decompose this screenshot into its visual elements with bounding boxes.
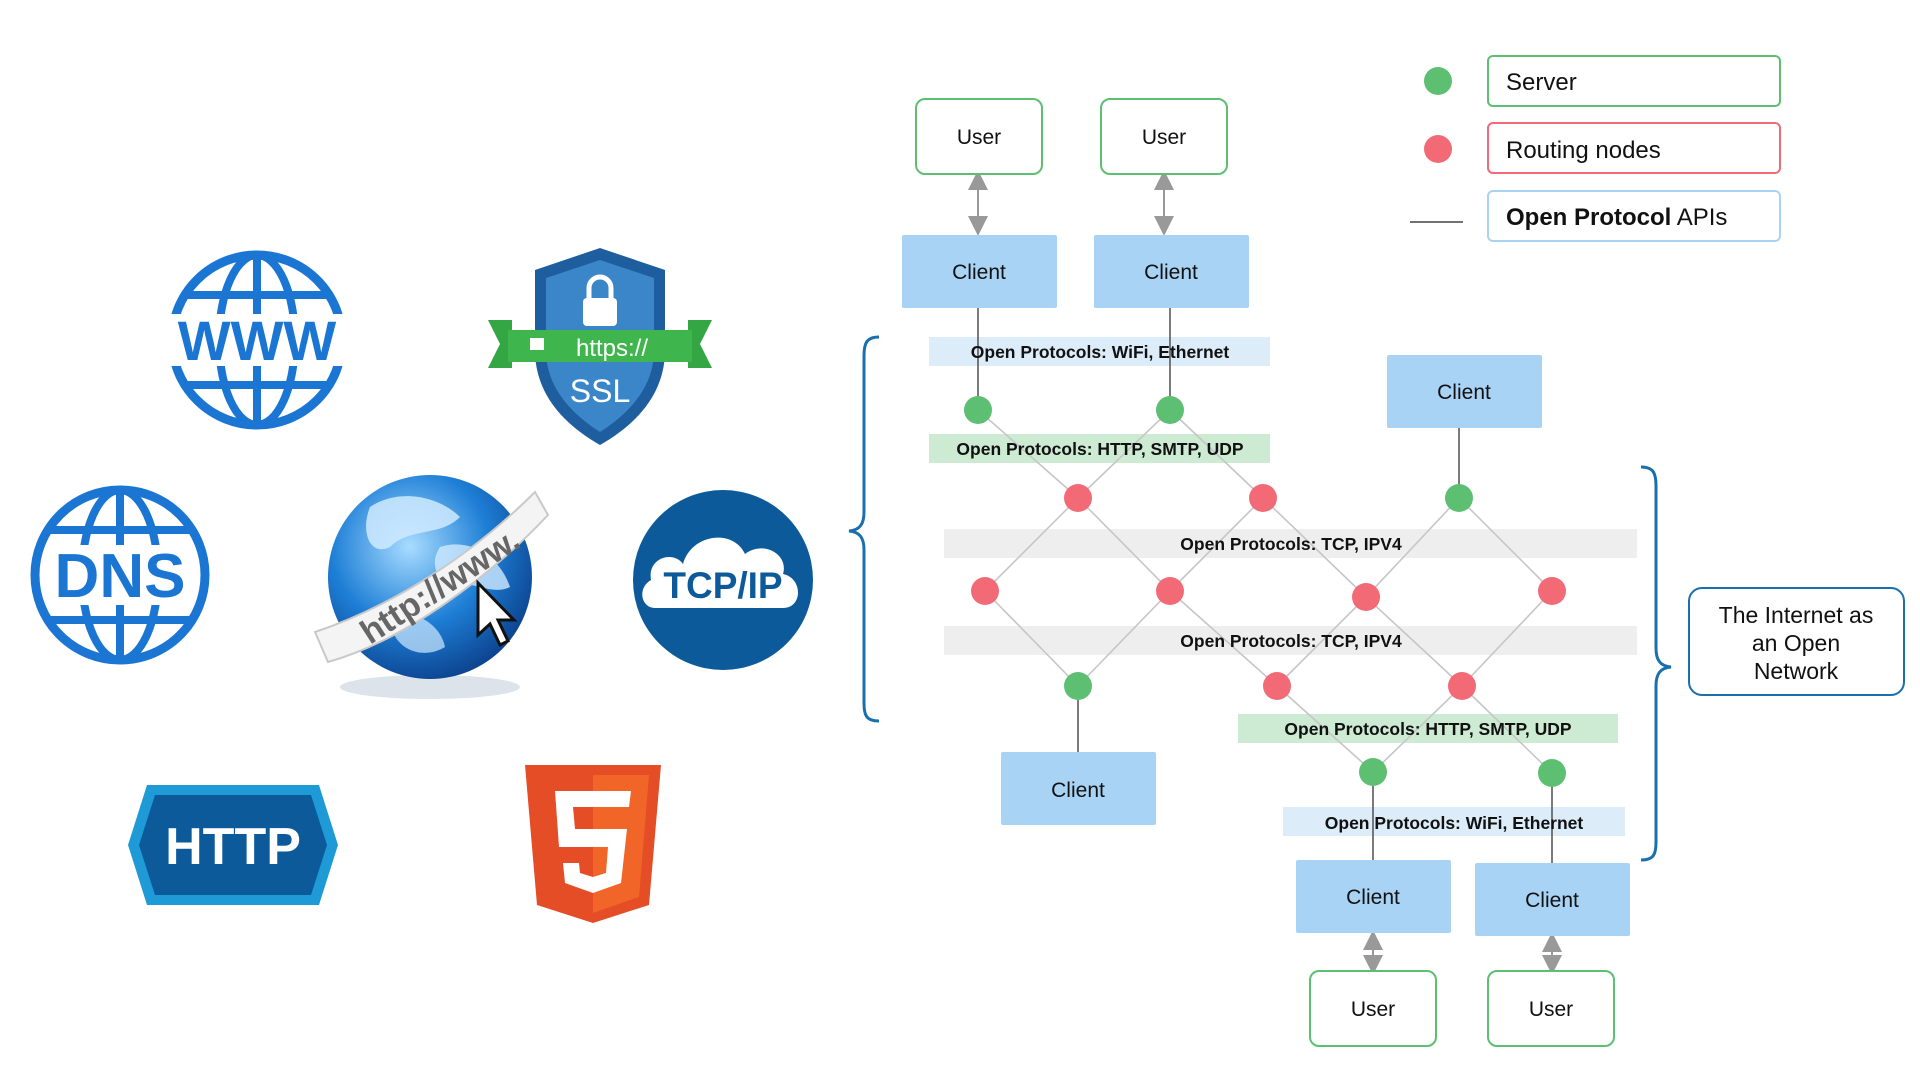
user-box-4-label: User — [1529, 998, 1573, 1021]
www-label: WWW — [178, 309, 337, 372]
server-node — [1156, 396, 1184, 424]
server-node — [1064, 672, 1092, 700]
tcpip-icon: TCP/IP — [633, 490, 813, 670]
user-box-3 — [1309, 970, 1437, 1047]
left-brace — [848, 335, 880, 723]
client-box-3 — [1387, 355, 1542, 428]
routing-node — [1352, 583, 1380, 611]
user-box-2-label: User — [1142, 126, 1186, 149]
client-box-4 — [1001, 752, 1156, 825]
band-top-http — [929, 434, 1270, 463]
legend-routing-label: Routing nodes — [1506, 137, 1661, 164]
legend-server-label: Server — [1506, 69, 1577, 96]
legend-api-bold: Open Protocol — [1506, 204, 1671, 231]
note-line-2: an Open — [1752, 630, 1840, 656]
client-boxes: Client Client Client Client Client Clien… — [902, 235, 1630, 936]
client-box-1-label: Client — [952, 261, 1006, 284]
legend: Server Routing nodes Open Protocol APIs — [1410, 55, 1781, 242]
band-top-wifi-label: Open Protocols: WiFi, Ethernet — [971, 342, 1230, 362]
open-network-note — [1688, 587, 1905, 696]
mesh-lines — [977, 409, 1553, 774]
ssl-url-label: https:// — [576, 335, 648, 362]
client-box-4-label: Client — [1051, 779, 1105, 802]
server-nodes — [964, 396, 1566, 787]
band-bottom-http-label: Open Protocols: HTTP, SMTP, UDP — [1284, 719, 1571, 739]
band-top-http-label: Open Protocols: HTTP, SMTP, UDP — [956, 439, 1243, 459]
legend-routing-box — [1487, 122, 1781, 174]
band-tcp-2 — [944, 626, 1637, 655]
right-brace — [1640, 465, 1672, 862]
browser-globe-icon: http://www. — [313, 475, 550, 699]
client-box-2 — [1094, 235, 1249, 308]
user-box-1-label: User — [957, 126, 1001, 149]
dns-label: DNS — [55, 542, 186, 611]
band-bottom-wifi — [1283, 807, 1625, 836]
server-node — [1359, 758, 1387, 786]
note-line-1: The Internet as — [1719, 602, 1874, 628]
user-box-2 — [1100, 98, 1228, 175]
legend-api-rest: APIs — [1671, 204, 1727, 231]
band-labels: Open Protocols: WiFi, Ethernet Open Prot… — [956, 342, 1583, 833]
ssl-shield-icon: https:// SSL — [488, 248, 712, 445]
band-tcp-1 — [944, 529, 1637, 558]
routing-node — [1156, 577, 1184, 605]
client-box-5 — [1296, 860, 1451, 933]
client-box-5-label: Client — [1346, 886, 1400, 909]
routing-node — [1249, 484, 1277, 512]
band-bottom-wifi-label: Open Protocols: WiFi, Ethernet — [1325, 813, 1584, 833]
routing-node — [1448, 672, 1476, 700]
band-tcp-2-label: Open Protocols: TCP, IPV4 — [1180, 631, 1402, 651]
ssl-label: SSL — [570, 373, 630, 409]
routing-node — [1538, 577, 1566, 605]
client-box-6 — [1475, 863, 1630, 936]
legend-api-box — [1487, 190, 1781, 242]
routing-node — [971, 577, 999, 605]
user-box-3-label: User — [1351, 998, 1395, 1021]
band-tcp-1-label: Open Protocols: TCP, IPV4 — [1180, 534, 1402, 554]
legend-server-box — [1487, 55, 1781, 107]
client-box-1 — [902, 235, 1057, 308]
routing-node — [1263, 672, 1291, 700]
www-icon: WWW — [157, 250, 357, 430]
user-boxes: User User User User — [915, 98, 1615, 1047]
client-box-3-label: Client — [1437, 381, 1491, 404]
routing-nodes — [971, 484, 1566, 700]
user-box-1 — [915, 98, 1043, 175]
tcpip-label: TCP/IP — [663, 565, 782, 606]
routing-node — [1064, 484, 1092, 512]
server-node — [1538, 759, 1566, 787]
user-box-4 — [1487, 970, 1615, 1047]
server-node — [1445, 484, 1473, 512]
legend-routing-dot — [1424, 135, 1452, 163]
http-label: HTTP — [165, 818, 301, 876]
http-icon: HTTP — [128, 785, 338, 905]
html5-icon: 5 — [525, 765, 661, 923]
server-node — [964, 396, 992, 424]
band-top-wifi — [929, 337, 1270, 366]
client-box-2-label: Client — [1144, 261, 1198, 284]
connection-lines — [977, 305, 1553, 863]
note-line-3: Network — [1754, 658, 1839, 684]
legend-server-dot — [1424, 67, 1452, 95]
client-box-6-label: Client — [1525, 889, 1579, 912]
user-client-arrows — [968, 170, 1562, 975]
dns-icon: DNS — [30, 485, 210, 665]
legend-api-label: Open Protocol APIs — [1506, 204, 1727, 231]
